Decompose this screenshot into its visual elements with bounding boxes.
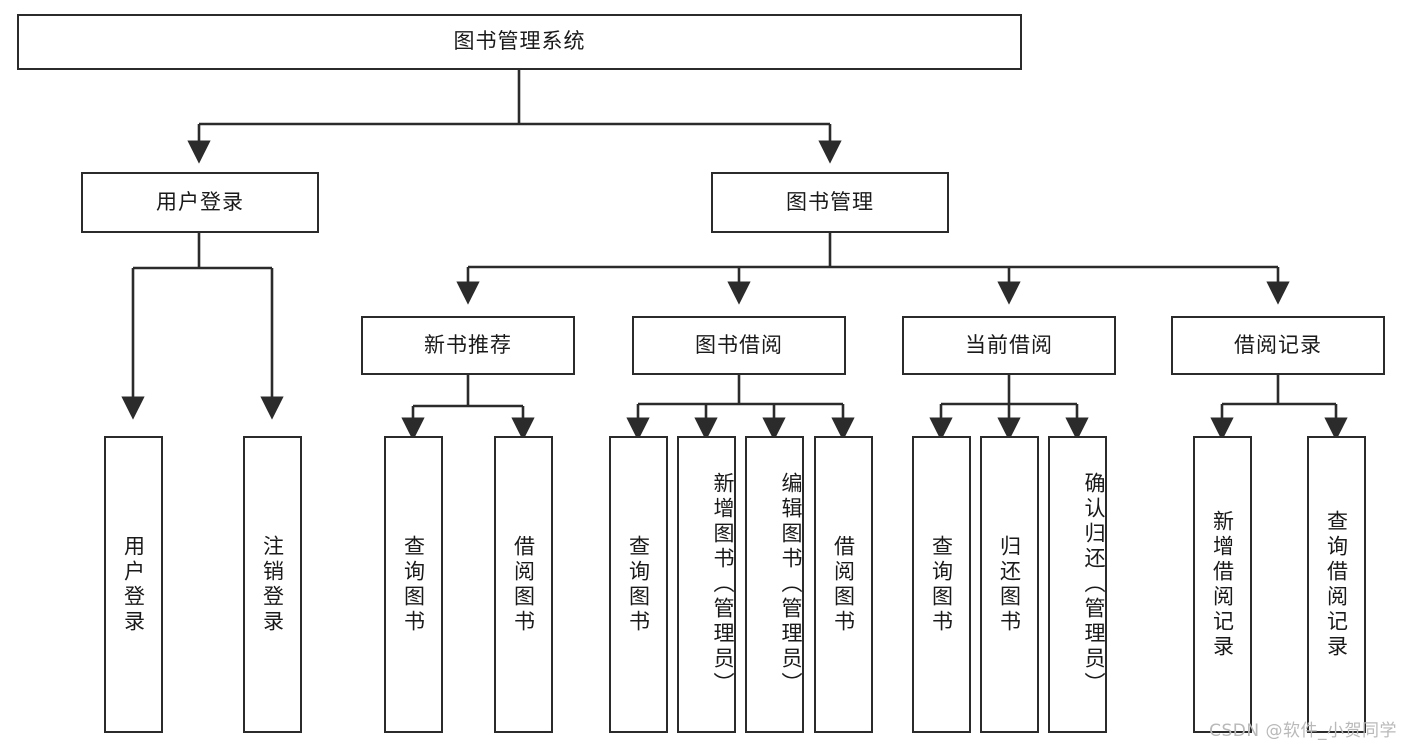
node-borrow-record[interactable]: 借阅记录 bbox=[1171, 316, 1385, 375]
node-leaf-borrow-book-2[interactable]: 借阅图书 bbox=[814, 436, 873, 733]
node-leaf-query-record[interactable]: 查询借阅记录 bbox=[1307, 436, 1366, 733]
node-leaf-query-book-1[interactable]: 查询图书 bbox=[384, 436, 443, 733]
node-leaf-add-book[interactable]: 新增图书（管理员） bbox=[677, 436, 736, 733]
node-current-borrow[interactable]: 当前借阅 bbox=[902, 316, 1116, 375]
watermark-text: CSDN @软件_小贺同学 bbox=[1209, 721, 1397, 741]
node-leaf-edit-book[interactable]: 编辑图书（管理员） bbox=[745, 436, 804, 733]
node-leaf-user-login[interactable]: 用户登录 bbox=[104, 436, 163, 733]
node-leaf-confirm-return[interactable]: 确认归还（管理员） bbox=[1048, 436, 1107, 733]
node-book-management[interactable]: 图书管理 bbox=[711, 172, 949, 233]
node-user-login[interactable]: 用户登录 bbox=[81, 172, 319, 233]
node-leaf-borrow-book-1[interactable]: 借阅图书 bbox=[494, 436, 553, 733]
node-leaf-query-book-3[interactable]: 查询图书 bbox=[912, 436, 971, 733]
node-leaf-add-record[interactable]: 新增借阅记录 bbox=[1193, 436, 1252, 733]
node-library-management-system[interactable]: 图书管理系统 bbox=[17, 14, 1022, 70]
node-book-borrow[interactable]: 图书借阅 bbox=[632, 316, 846, 375]
node-leaf-query-book-2[interactable]: 查询图书 bbox=[609, 436, 668, 733]
node-new-book-recommend[interactable]: 新书推荐 bbox=[361, 316, 575, 375]
node-leaf-return-book[interactable]: 归还图书 bbox=[980, 436, 1039, 733]
node-leaf-logout[interactable]: 注销登录 bbox=[243, 436, 302, 733]
